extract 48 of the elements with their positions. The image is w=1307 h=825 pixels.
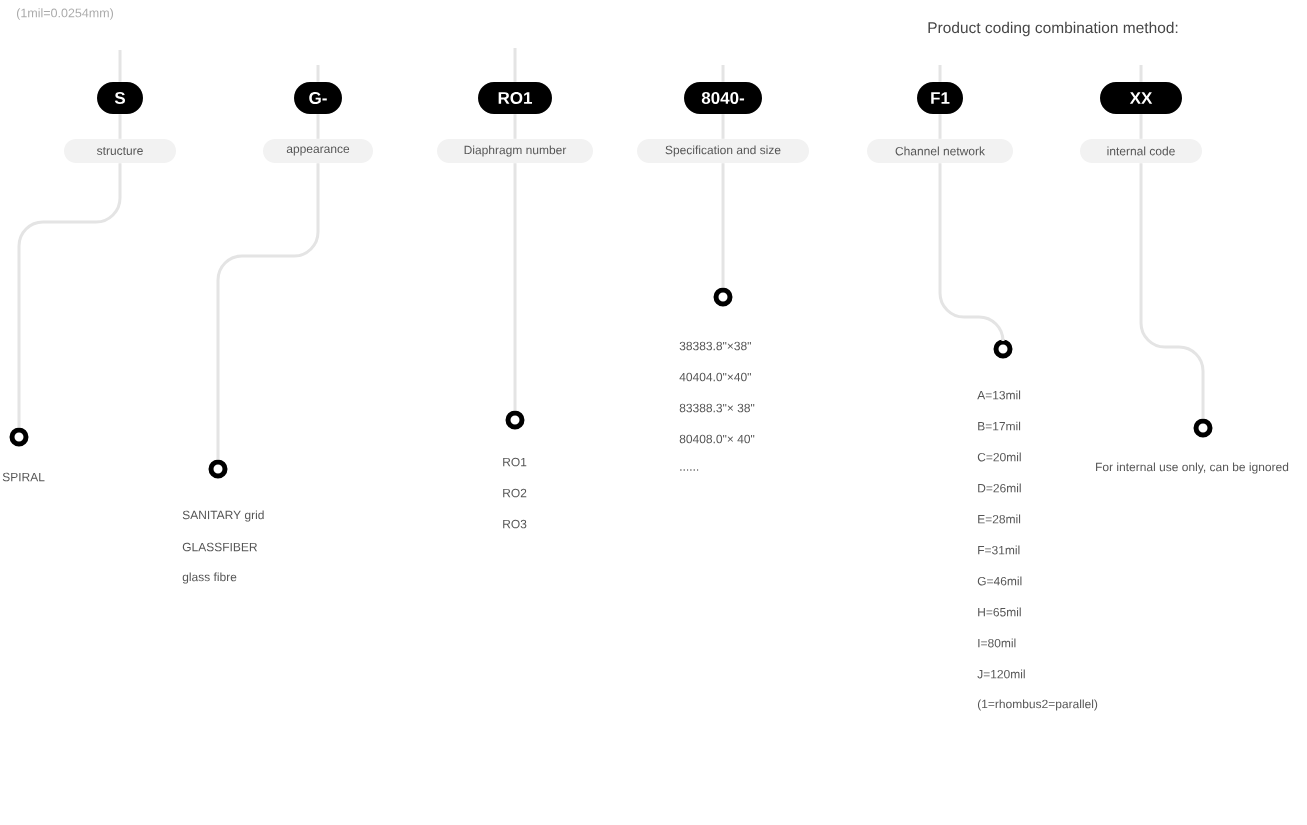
connector-line (216, 163, 320, 460)
option-text: (1=rhombus2=parallel) (977, 699, 1098, 711)
option-text: G=46mil (977, 576, 1022, 586)
option-text: 40404.0"×40" (679, 372, 751, 382)
option-text: J=120mil (977, 669, 1025, 679)
ring-marker (505, 410, 525, 430)
category-pill: Channel network (867, 139, 1013, 163)
category-pill: internal code (1080, 139, 1202, 163)
title: Product coding combination method: (928, 21, 1178, 37)
ring-marker (9, 427, 29, 447)
option-text: E=28mil (978, 514, 1021, 524)
category-pill: Specification and size (637, 139, 809, 163)
option-text: For internal use only, can be ignored (1096, 462, 1289, 474)
code-pill: 8040- (684, 82, 762, 114)
code-pill: XX (1100, 82, 1182, 114)
option-text: RO2 (503, 488, 527, 498)
option-text: SANITARY grid (182, 510, 264, 522)
option-text: RO1 (503, 457, 527, 467)
option-text: A=13mil (977, 390, 1021, 400)
connector-line (1139, 163, 1205, 419)
ring-marker (713, 287, 733, 307)
option-text: RO3 (503, 519, 527, 529)
option-text: D=26mil (978, 483, 1021, 493)
ring-marker (208, 459, 228, 479)
option-text: GLASSFIBER (182, 542, 257, 552)
code-pill: G- (294, 82, 342, 114)
option-text: glass fibre (182, 572, 237, 584)
connector-line (938, 163, 1005, 343)
category-pill: Diaphragm number (437, 139, 593, 163)
category-pill: appearance (263, 139, 373, 163)
option-text: I=80mil (978, 638, 1016, 648)
unit-note: (1mil=0.0254mm) (16, 8, 113, 20)
option-text: 83388.3"× 38" (679, 403, 755, 413)
option-text: SPIRAL (2, 472, 45, 482)
category-pill: structure (64, 139, 176, 163)
ring-marker (993, 339, 1013, 359)
option-text: 80408.0"× 40" (679, 434, 755, 444)
ring-marker (1193, 418, 1213, 438)
option-text: F=31mil (978, 545, 1020, 555)
option-text: C=20mil (977, 452, 1021, 462)
code-pill: S (97, 82, 143, 114)
connector-line (17, 163, 122, 428)
code-pill: RO1 (478, 82, 552, 114)
option-text: ...... (680, 469, 699, 471)
option-text: 38383.8"×38" (679, 341, 751, 351)
option-text: H=65mil (978, 607, 1021, 617)
code-pill: F1 (917, 82, 963, 114)
option-text: B=17mil (978, 421, 1021, 431)
